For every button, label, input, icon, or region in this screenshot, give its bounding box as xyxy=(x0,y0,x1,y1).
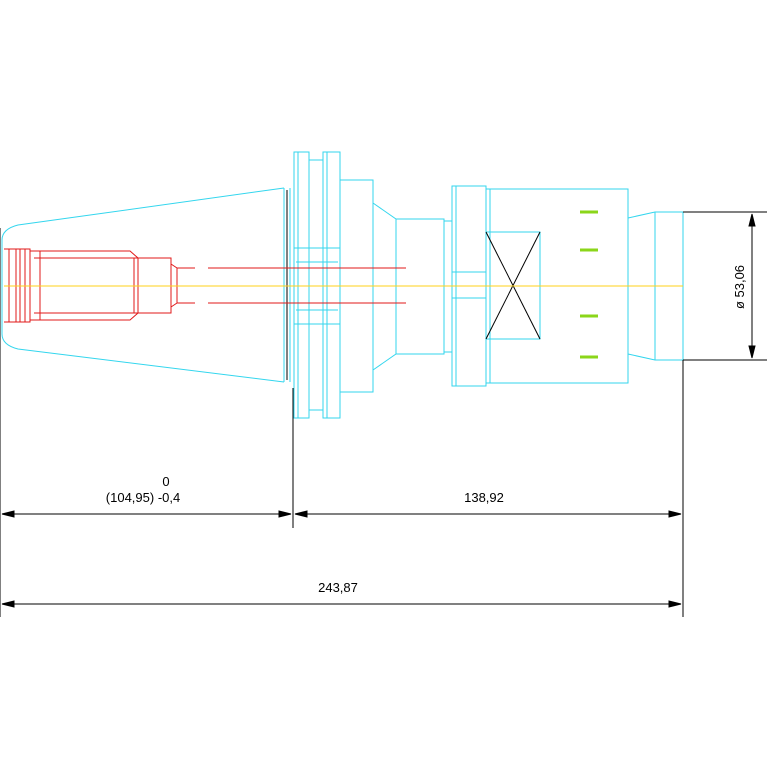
dimension-lines xyxy=(0,211,767,617)
taper-dim-lower: (104,95) -0,4 xyxy=(106,490,180,505)
taper-shank xyxy=(1,187,291,383)
right-length-dim: 138,92 xyxy=(464,490,504,505)
taper-dim-upper: 0 xyxy=(162,474,169,489)
total-length-dim: 243,87 xyxy=(318,580,358,595)
flange xyxy=(293,151,341,419)
nut-marks xyxy=(580,210,598,359)
diameter-dim: ø 53,06 xyxy=(732,265,747,309)
